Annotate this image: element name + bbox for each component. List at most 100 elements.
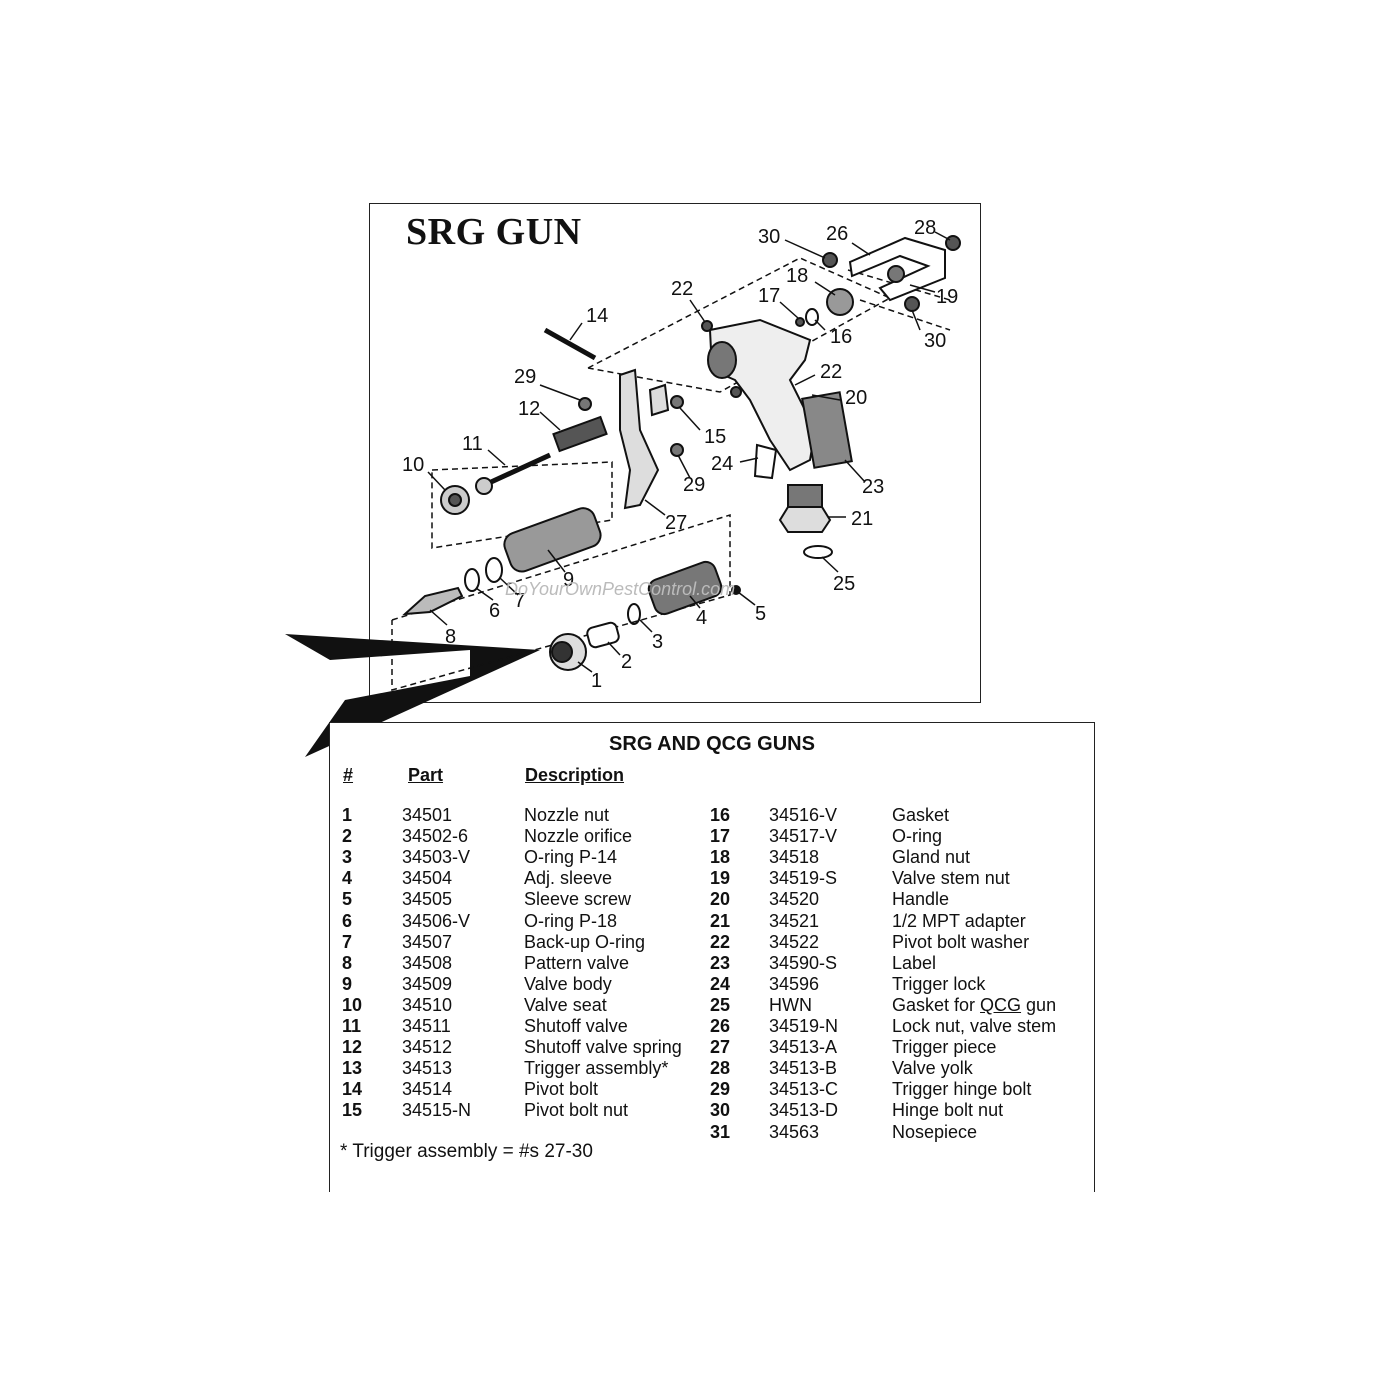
part-description: Sleeve screw [524,889,632,910]
part-12-spring [552,415,608,453]
part-code: 34518 [769,847,820,868]
callout-17: 17 [758,285,780,307]
part-description: Handle [892,889,950,910]
part-28-nut [945,235,961,251]
part-description: Shutoff valve [524,1016,628,1036]
part-24-trigger-lock [753,443,778,480]
callout-22: 22 [671,278,693,300]
part-19-valve-stem-nut [887,265,905,283]
part-number: 5 [342,889,353,910]
callout-1: 1 [591,670,602,692]
callout-9: 9 [563,569,574,591]
callout-29: 29 [683,474,705,496]
part-code: 34521 [769,910,820,931]
part-code: 34510 [402,994,453,1015]
part-description: Valve stem nut [892,868,1010,889]
callout-19: 19 [936,286,958,308]
part-14-pivot-bolt [543,327,597,361]
part-number: 20 [710,889,731,910]
part-code: HWN [769,994,812,1015]
callout-25: 25 [833,573,855,595]
part-description: Nozzle nut [524,805,610,825]
part-number: 7 [342,931,353,952]
part-description: Adj. sleeve [524,868,613,889]
part-16-gasket [805,308,819,326]
part-30-hinge-bolt-nut-b [904,296,920,312]
part-description: O-ring P-14 [524,847,618,868]
part-code: 34519-S [769,868,838,889]
callout-18: 18 [786,265,808,287]
footnote: * Trigger assembly = #s 27-30 [340,1141,593,1162]
part-number: 29 [710,1079,731,1100]
part-8-pattern-valve [402,586,464,616]
part-number: 3 [342,847,353,868]
assembly-guide-lines [391,257,951,691]
part-number: 8 [342,952,353,973]
part-description: Lock nut, valve stem [892,1016,1057,1036]
part-code: 34506-V [402,910,471,931]
part-description: Gasket [892,805,950,825]
part-description: Gasket for QCG gun [892,994,1057,1015]
part-code: 34563 [769,1121,820,1142]
watermark-text: DoYourOwnPestControl.com [505,579,735,599]
part-number: 25 [710,994,731,1015]
part-number: 31 [710,1121,731,1142]
part-number: 15 [342,1100,363,1121]
part-number: 2 [342,826,353,847]
callout-8: 8 [445,626,456,648]
part-description: Valve yolk [892,1058,973,1079]
callout-16: 16 [830,326,852,348]
callout-30: 30 [924,330,946,352]
part-number: 21 [710,910,731,931]
part-3-o-ring [627,603,641,625]
callout-2: 2 [621,651,632,673]
part-code: 34509 [402,973,453,994]
part-number: 26 [710,1016,731,1036]
part-code: 34515-N [402,1100,472,1121]
part-4-adj-sleeve [647,560,723,616]
callout-14: 14 [586,305,608,327]
callout-10: 10 [402,454,424,476]
part-description: Label [892,952,937,973]
part-number: 14 [342,1079,363,1100]
callout-22: 22 [820,361,842,383]
part-22-washer-b [730,386,742,398]
part-23-label [801,391,853,469]
callout-12: 12 [518,398,540,420]
callout-3: 3 [652,631,663,653]
part-code: 34514 [402,1079,453,1100]
gun-parts [402,235,961,671]
part-7-back-up-o-ring [485,557,503,583]
part-9-valve-body [503,507,602,573]
part-number: 23 [710,952,731,973]
part-number: 19 [710,868,731,889]
part-description: Trigger piece [892,1037,997,1058]
part-code: 34508 [402,952,453,973]
part-description: Valve seat [524,994,607,1015]
part-28-valve-yolk [848,236,946,302]
part-description: Trigger hinge bolt [892,1079,1032,1100]
part-number: 18 [710,847,731,868]
part-2-nozzle-orifice [586,621,620,649]
part-15-pivot-bolt-nut [670,395,684,409]
part-27-trigger-piece [619,368,660,510]
part-description: O-ring [892,826,943,847]
leader-lines [427,231,951,673]
part-code: 34596 [769,973,820,994]
part-number: 1 [342,805,353,825]
part-number: 16 [710,805,731,825]
part-code: 34590-S [769,952,838,973]
part-description: Pivot bolt nut [524,1100,629,1121]
part-description: Back-up O-ring [524,931,646,952]
part-description: O-ring P-18 [524,910,618,931]
part-number: 4 [342,868,353,889]
part-number: 12 [342,1037,363,1058]
part-number: 24 [710,973,731,994]
header-description: Description [525,765,625,785]
callout-20: 20 [845,387,867,409]
callout-27: 27 [665,512,687,534]
part-number: 11 [342,1016,362,1036]
part-code: 34502-6 [402,826,469,847]
